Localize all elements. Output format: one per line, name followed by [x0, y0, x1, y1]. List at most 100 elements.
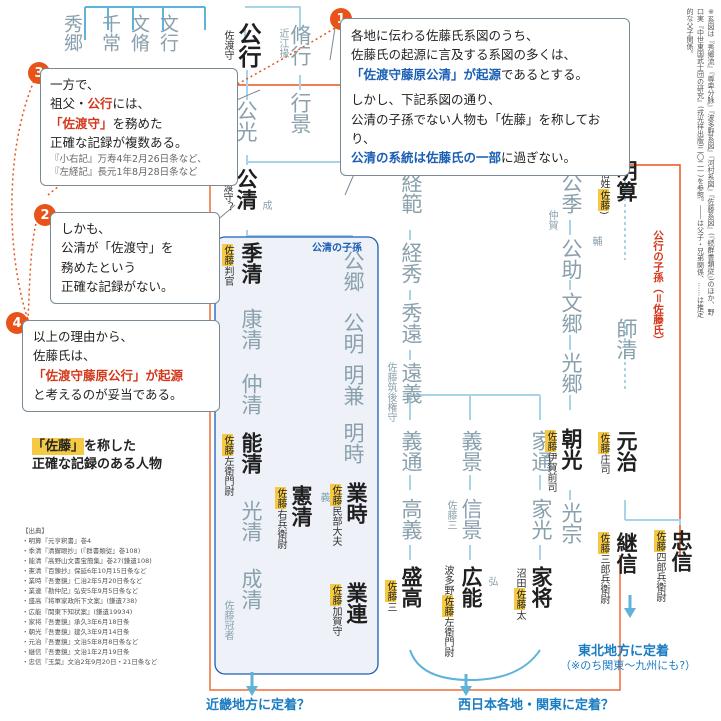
- name-kinyuki: 公行: [234, 22, 260, 68]
- source-item: ・明算『元亨釈書』巻4: [22, 537, 92, 546]
- a4-line4: と考えるのが妥当である。: [33, 387, 183, 403]
- a4-line1: 以上の理由から、: [33, 329, 134, 344]
- source-item: ・朝光『吾妻鏡』建久3年9月14日条: [22, 627, 130, 636]
- a2-line1: しかも、: [61, 221, 111, 236]
- note-iga: 伊賀前司: [545, 452, 556, 492]
- note-hatano: 波多野: [442, 565, 453, 595]
- name-yoshikiyo: 能清: [239, 432, 263, 474]
- source-item: ・盛高『将軍家政所下文案』(鎌遺738): [22, 597, 137, 606]
- source-item: ・季清『清獬眼抄』(『群書類従』巻108): [22, 547, 141, 556]
- region-west-kanto: 西日本各地・関東に定着？: [458, 698, 615, 713]
- annotation-2: しかも、 公清が「佐渡守」を 務めたという 正確な記録がない。: [50, 212, 220, 304]
- name-moritaka: 盛高: [399, 566, 423, 608]
- sources: 【出典】 ・明算『元亨釈書』巻4 ・季清『清獬眼抄』(『群書類従』巻108) ・…: [22, 526, 212, 667]
- name-mitsukiyo: 光清: [239, 500, 263, 542]
- satou-mark: 佐藤: [442, 595, 453, 617]
- note-satou-plain: 佐藤: [222, 600, 233, 620]
- a3-source2: 『左経記』長元1年8月28日条など: [50, 166, 198, 178]
- legend-line2: 正確な記録のある人物: [32, 456, 163, 472]
- note-uhyoe: 右兵衛尉: [275, 509, 286, 549]
- name-nobuyuki: 脩行: [288, 24, 312, 66]
- a3-line4: 正確な記録が複数ある。: [50, 135, 188, 151]
- name-naritsura: 業連: [344, 582, 368, 624]
- annotation-3: 一方で、 祖父・公行には、 「佐渡守」を務めた 正確な記録が複数ある。 『小右記…: [40, 68, 238, 187]
- name-hidetoo: 秀遠: [399, 302, 423, 344]
- note-ta: 太: [514, 610, 525, 620]
- a1-line4: しかし、下記系図の通り、: [351, 92, 501, 108]
- satou-mark: 佐藤: [654, 530, 665, 552]
- note-gi: 義: [318, 492, 329, 502]
- name-suekiyo: 季清: [239, 242, 263, 284]
- name-hiroyoshi: 広能: [459, 566, 483, 608]
- legend-satou: 「佐藤」: [32, 438, 85, 455]
- name-kinaki: 公明: [341, 312, 365, 354]
- name-akitoki: 明時: [341, 422, 365, 464]
- a2-line2: 公清が「佐渡守」を: [61, 240, 174, 256]
- name-kinmitsu: 公光: [234, 100, 258, 142]
- source-item: ・広能『関東下知状案』(鎌遺19934): [22, 607, 133, 616]
- name-motoharu: 元治: [614, 430, 638, 472]
- name-morokiyo: 師清: [614, 318, 638, 360]
- name-takayoshi: 高義: [399, 498, 423, 540]
- note-satou-plain: 佐藤: [445, 500, 456, 520]
- region-kinki: 近畿地方に定着？: [206, 698, 311, 713]
- name-nakakiyo: 仲清: [239, 373, 263, 415]
- a3-line2a: 祖父・: [50, 96, 88, 112]
- satou-mark: 佐藤: [598, 188, 609, 211]
- source-item: ・家将『吾妻鏡』承久3年6月18日条: [22, 617, 130, 626]
- source-item: ・継信『吾妻鏡』文治1年2月19日条: [22, 647, 130, 656]
- name-norikiyo: 憲清: [289, 485, 313, 527]
- note-ho: 輔: [590, 236, 601, 246]
- name-yasukiyo: 康清: [239, 308, 263, 350]
- note-ko: 弘: [486, 576, 497, 586]
- label-kinyuki-descendants: 公行の子孫（＝佐藤氏）: [652, 230, 664, 346]
- annotation-1: 各地に伝わる佐藤氏系図のうち、 佐藤氏の起源に言及する系図の多くは、 「佐渡守藤…: [340, 18, 630, 176]
- right-note: ※系図は『秀郷流』『尊卑分脉』『波多野系図』『河村系図』『佐藤系図』(『続群書類…: [686, 8, 715, 318]
- name-tsunenori: 経範: [399, 172, 423, 214]
- note-hatano-saemon: 左衛門尉: [442, 617, 453, 657]
- note-saemon: 左衛門尉: [222, 456, 233, 496]
- name-fumisato: 文郷: [559, 292, 583, 334]
- name-iemasa: 家将: [529, 566, 553, 608]
- name-yoshimichi: 義通: [399, 430, 423, 472]
- name-nobukage: 信景: [459, 498, 483, 540]
- source-item: ・能清『高野山文書宝簡集』巻27(鎌遺108): [22, 557, 152, 566]
- a3-source1: 『小右記』万寿4年2月26日条など、: [50, 153, 207, 165]
- a3-line3b: を務めた: [112, 115, 163, 131]
- name-kinsue: 公季: [559, 172, 583, 214]
- name-tsugunobu: 継信: [614, 532, 638, 574]
- a3-line3a: 「佐渡守」: [50, 115, 113, 131]
- a1-line6b: に過ぎない。: [501, 150, 577, 166]
- name-narikiyo: 成清: [239, 568, 263, 610]
- satou-mark: 佐藤: [514, 588, 525, 610]
- note-saburo-hyoe: 三郎兵衛尉: [598, 554, 609, 604]
- note-shiro-hyoe: 四郎兵衛尉: [654, 552, 665, 602]
- a2-line4: 正確な記録がない。: [61, 279, 174, 295]
- name-mitsumune: 光宗: [559, 502, 583, 544]
- annotation-4: 以上の理由から、 佐藤氏は、 「佐渡守藤原公行」が起源 と考えるのが妥当である。: [22, 320, 220, 412]
- note-omi: 近江掾: [277, 28, 288, 58]
- a4-line2: 佐藤氏は、: [33, 348, 96, 364]
- note-chikugo: 佐藤筑後権守: [385, 362, 396, 422]
- source-item: ・忠信『玉葉』文治2年9月20日・21日条など: [22, 657, 158, 666]
- name-chitsune: 千常: [99, 14, 121, 52]
- note-zokusei: 俗姓: [598, 168, 609, 189]
- satou-mark: 佐藤: [598, 532, 609, 554]
- name-akikane: 明兼: [341, 364, 365, 406]
- sources-title: 【出典】: [22, 527, 48, 535]
- note-chuga: 仲賀: [546, 210, 557, 230]
- note-minbu: 民部大夫: [330, 506, 341, 546]
- note-sado: 佐渡守: [222, 30, 233, 60]
- note-shoji: 庄司: [598, 454, 609, 474]
- satou-mark: 佐藤: [545, 430, 556, 452]
- note-sado-q: 佐渡守？: [221, 172, 232, 212]
- legend: 「佐藤」を称した 正確な記録のある人物: [32, 438, 162, 473]
- name-tadanobu: 忠信: [669, 530, 693, 572]
- satou-mark: 佐藤: [330, 584, 341, 606]
- a4-line3: 「佐渡守藤原公行」が起源: [33, 367, 184, 383]
- a1-line1: 各地に伝わる佐藤氏系図のうち、: [351, 28, 539, 43]
- satou-mark: 佐藤: [385, 580, 396, 602]
- source-item: ・元治『吾妻鏡』文治5年8月8日条など: [22, 637, 139, 646]
- note-san-plain: 三: [445, 520, 456, 530]
